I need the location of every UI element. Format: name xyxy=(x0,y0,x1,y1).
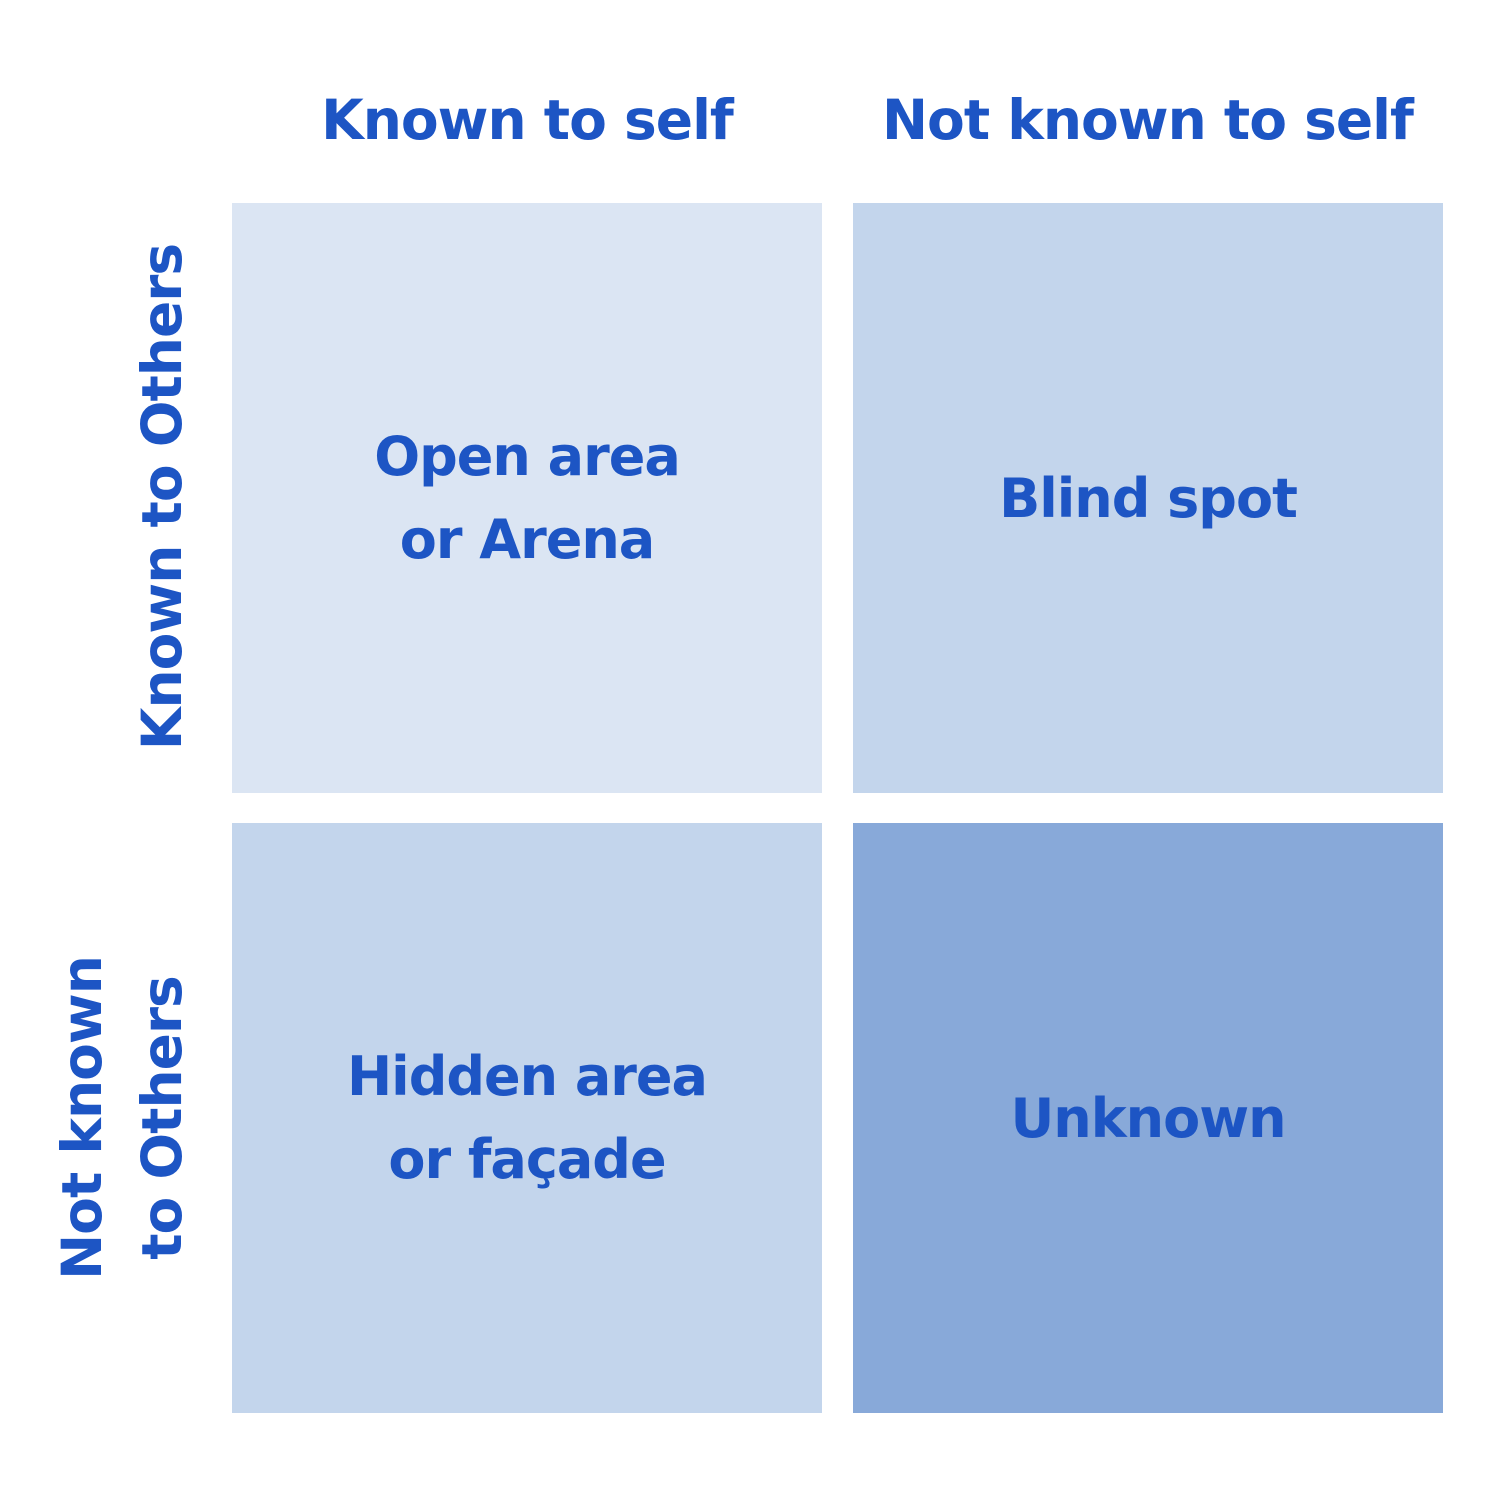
quadrant-open-area: Open area or Arena xyxy=(232,203,822,793)
column-header-known-to-self: Known to self xyxy=(321,88,734,152)
quadrant-blind-spot: Blind spot xyxy=(853,203,1443,793)
row-header-not-known-to-others: Not known to Others xyxy=(22,823,222,1413)
column-header-not-known-to-self: Not known to self xyxy=(882,88,1414,152)
quadrant-hidden-area: Hidden area or façade xyxy=(232,823,822,1413)
quadrant-unknown: Unknown xyxy=(853,823,1443,1413)
quadrant-hidden-label: Hidden area or façade xyxy=(346,1045,708,1191)
row-header-known-label: Known to Others xyxy=(130,243,194,751)
quadrant-open-label: Open area or Arena xyxy=(374,425,681,571)
row-header-not-known-label: Not known to Others xyxy=(50,956,194,1280)
quadrant-blind-label: Blind spot xyxy=(999,466,1298,530)
quadrant-unknown-label: Unknown xyxy=(1010,1086,1286,1150)
